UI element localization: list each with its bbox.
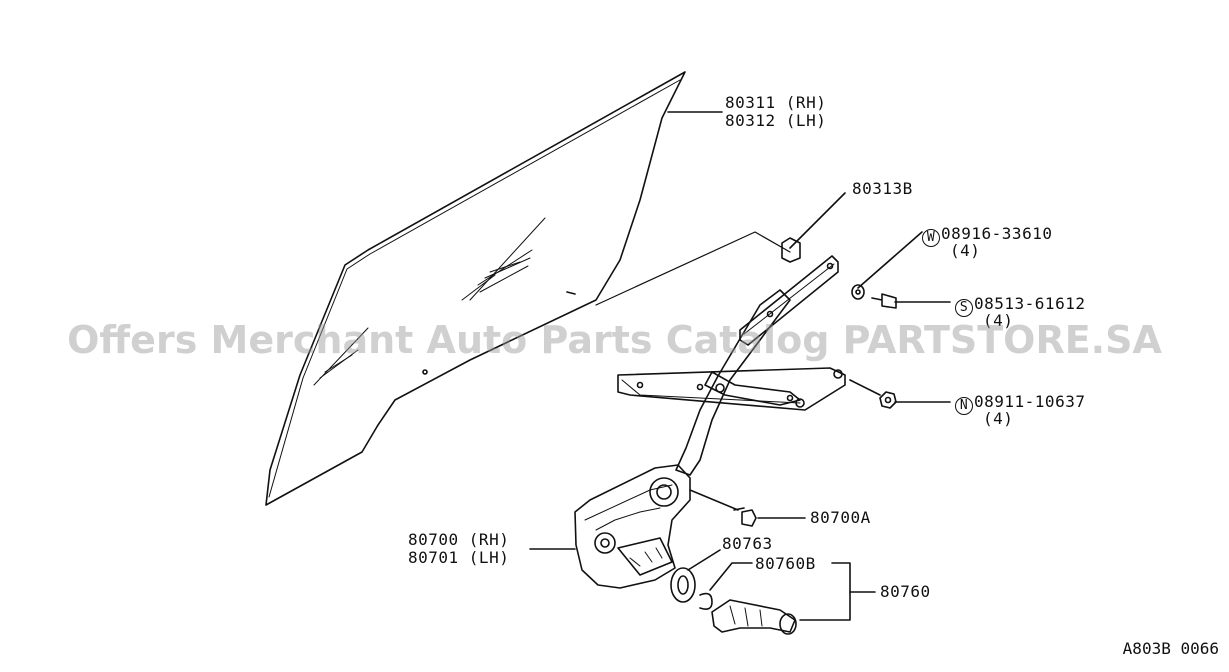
bolt (733, 507, 757, 527)
nut-part: 08911-10637 (974, 392, 1086, 411)
leader-nut (849, 379, 881, 396)
arm-cross (704, 371, 801, 406)
callout-handle-clip: 80760B (755, 554, 816, 573)
washer-part: 08916-33610 (941, 224, 1053, 243)
sector-gear (617, 537, 673, 576)
lower-rail (617, 367, 846, 411)
callout-glass-lh: 80312 (LH) (725, 111, 827, 130)
nut-qty: (4) (983, 409, 1014, 428)
callout-glass-clip: 80313B (852, 179, 913, 198)
washer-symbol: W (922, 229, 940, 247)
glass-clip (781, 237, 801, 263)
nut-symbol: N (955, 397, 973, 415)
callout-glass-rh: 80311 (RH) (725, 93, 827, 112)
screw-part: 08513-61612 (974, 294, 1086, 313)
callout-regulator: 80700 (RH)80701 (LH) (408, 531, 509, 567)
door-glass-edge (268, 79, 681, 498)
glass-reflection (313, 217, 546, 386)
leader-glass-clip (789, 192, 846, 249)
diagram-code: A803B 0066 (1122, 639, 1219, 658)
screw (871, 293, 897, 309)
leader-bolt (689, 489, 739, 511)
leader-clip-to-glass (595, 231, 791, 306)
callout-handle-assy: 80760 (880, 582, 931, 601)
leader-spacer (687, 549, 721, 571)
arm-main (675, 289, 791, 476)
callout-regulator-bolt: 80700A (810, 508, 871, 527)
nut (879, 391, 897, 409)
callout-glass: 80311 (RH)80312 (LH) (725, 94, 826, 130)
screw-qty: (4) (983, 311, 1014, 330)
window-handle (711, 599, 796, 633)
door-glass (265, 71, 686, 506)
handle-clip (699, 592, 713, 610)
leader-handle-clip (709, 562, 753, 591)
callout-regulator-lh: 80701 (LH) (408, 548, 510, 567)
callout-spacer: 80763 (722, 534, 773, 553)
spacer (670, 567, 696, 603)
washer (851, 284, 865, 300)
washer-qty: (4) (950, 241, 981, 260)
regulator-plate (574, 464, 691, 589)
callout-regulator-rh: 80700 (RH) (408, 530, 510, 549)
screw-symbol: S (955, 299, 973, 317)
leader-washer (857, 231, 923, 289)
